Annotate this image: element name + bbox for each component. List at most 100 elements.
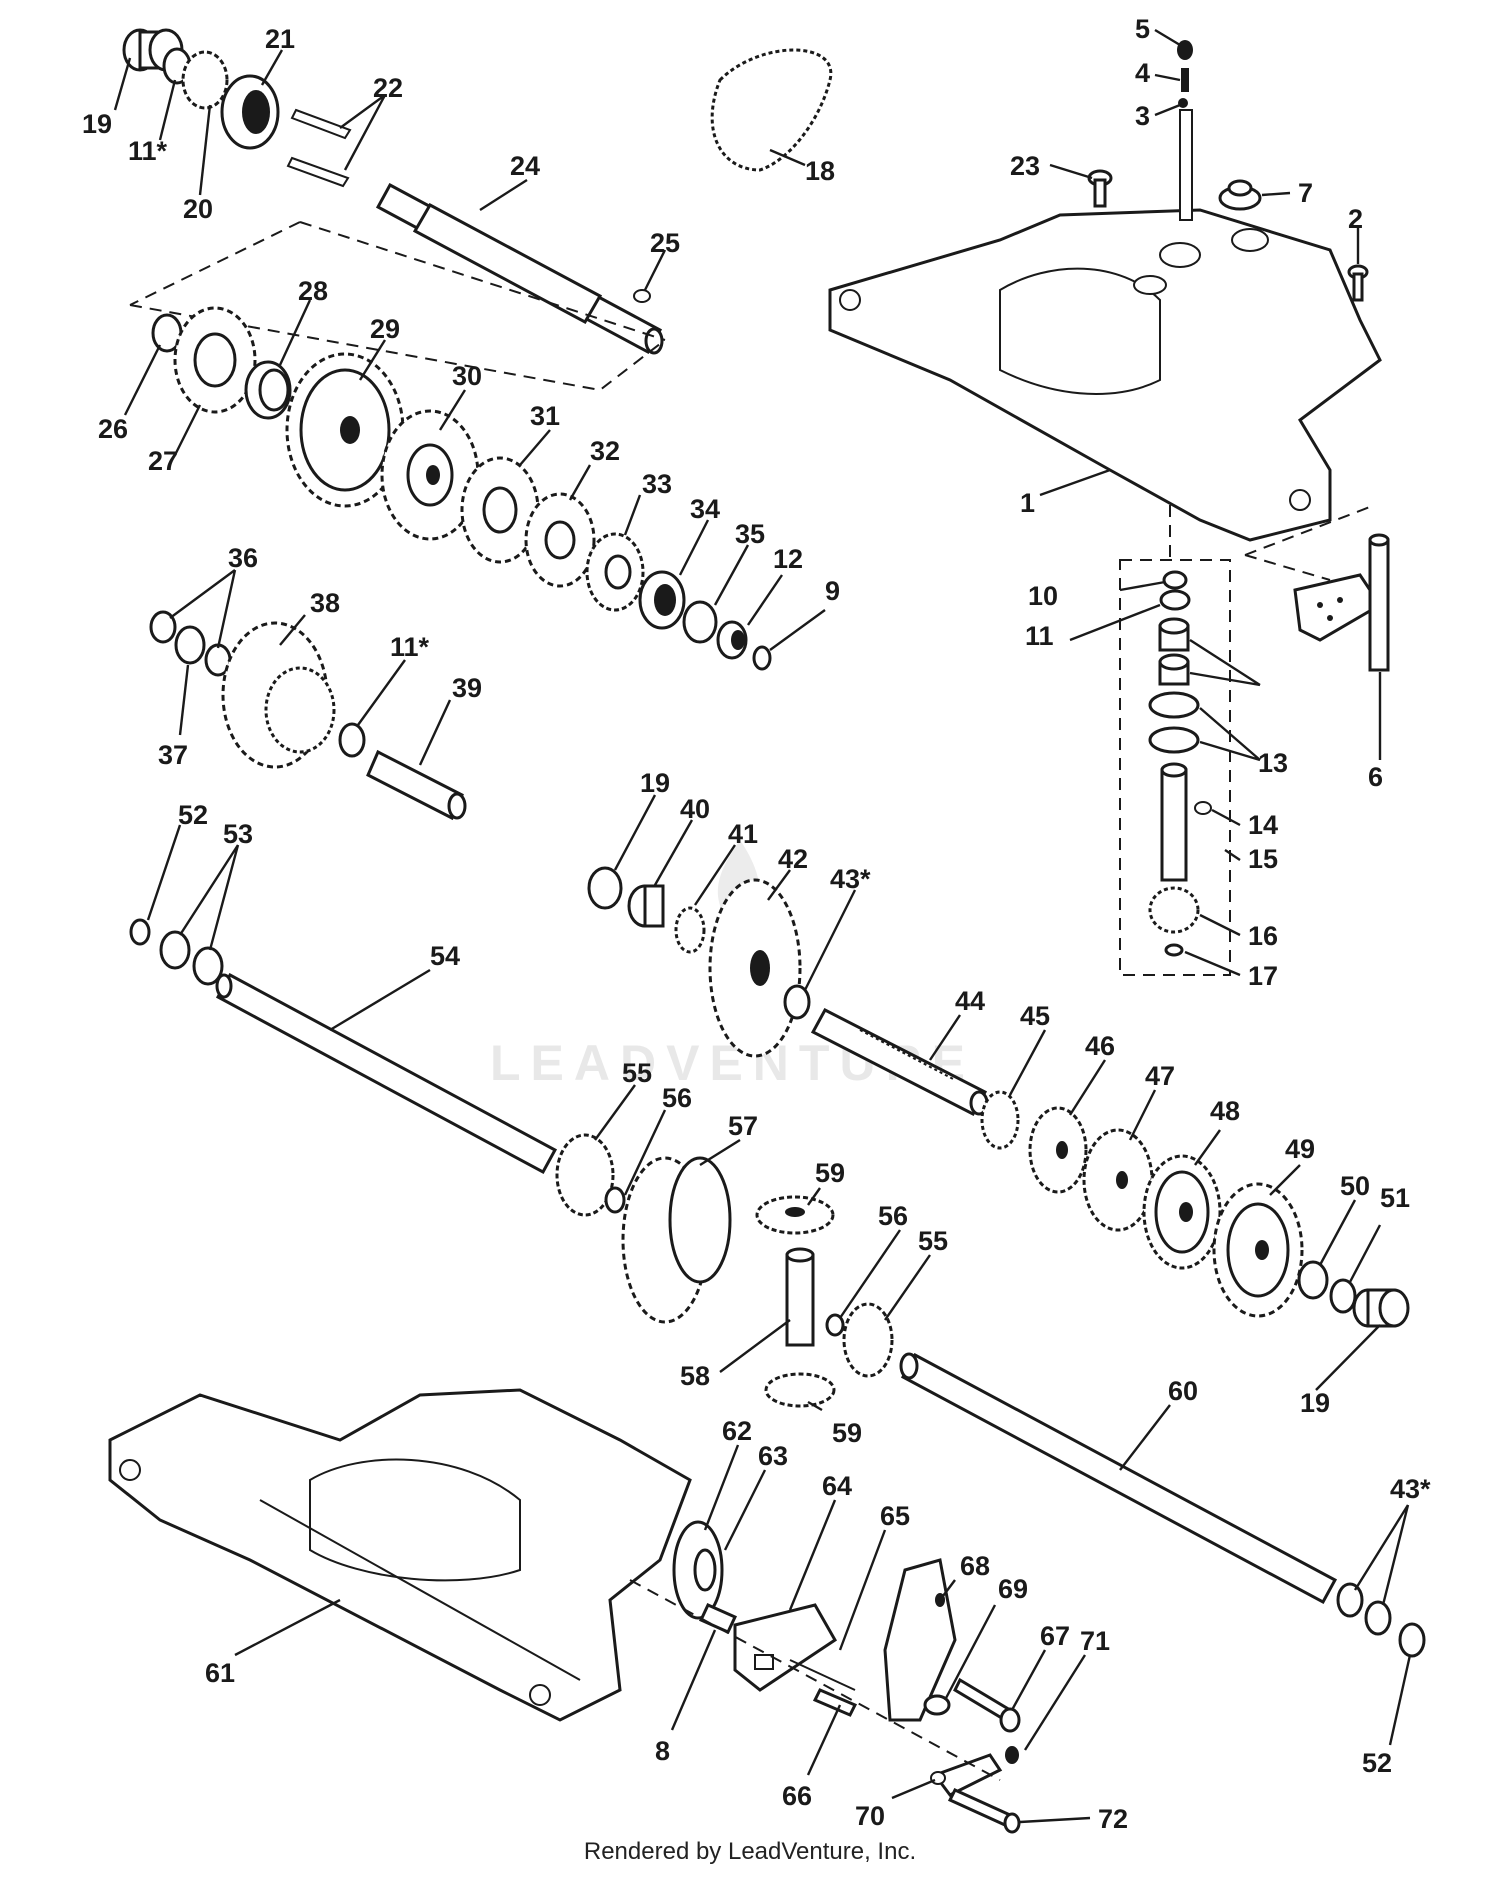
callout-22: 22 (373, 73, 403, 103)
callout-43-mid: 43* (830, 864, 871, 894)
callout-66: 66 (782, 1781, 812, 1811)
callout-38: 38 (310, 588, 340, 618)
callout-32: 32 (590, 436, 620, 466)
part-pin-39 (366, 749, 467, 821)
part-detent-3-4-5 (1177, 40, 1193, 221)
callout-17: 17 (1248, 961, 1278, 991)
callout-46: 46 (1085, 1031, 1115, 1061)
callout-15: 15 (1248, 844, 1278, 874)
parts-layer (108, 28, 1426, 1834)
part-bearing-37 (174, 625, 206, 665)
part-brake-lever-70 (930, 1746, 1019, 1797)
part-gear-41 (674, 906, 706, 954)
part-gear-45 (980, 1090, 1020, 1150)
part-gear-48 (1142, 1154, 1222, 1270)
callout-6: 6 (1368, 762, 1383, 792)
callout-43-right: 43* (1390, 1474, 1431, 1504)
part-plug-7 (1218, 179, 1262, 211)
callout-4: 4 (1135, 58, 1150, 88)
part-gear-42 (708, 878, 802, 1058)
callout-11-top: 11* (128, 136, 168, 166)
group-outline-arm (1244, 504, 1376, 581)
part-housing-1-upper (828, 208, 1382, 542)
callout-14: 14 (1248, 810, 1278, 840)
callout-21: 21 (265, 24, 295, 54)
group-outline-shifter (1119, 559, 1231, 976)
part-pinion-59-bottom (764, 1372, 836, 1408)
callout-labels: 19 11* 20 21 22 24 25 18 5 4 3 23 7 2 1 … (82, 14, 1431, 1834)
callout-55-left: 55 (622, 1058, 652, 1088)
part-shaft-54 (215, 972, 558, 1175)
callout-20: 20 (183, 194, 213, 224)
callout-58: 58 (680, 1361, 710, 1391)
callout-13: 13 (1258, 748, 1288, 778)
callout-68: 68 (960, 1551, 990, 1581)
callout-62: 62 (722, 1416, 752, 1446)
part-spacer-40 (627, 884, 665, 928)
part-pinion-59-top (755, 1195, 835, 1235)
part-screw-2 (1347, 264, 1369, 302)
callout-47: 47 (1145, 1061, 1175, 1091)
part-shaft-24 (375, 182, 664, 355)
callout-41: 41 (728, 819, 758, 849)
callout-51: 51 (1380, 1183, 1410, 1213)
part-cluster-gear-38 (221, 621, 336, 769)
part-bearing-21 (220, 74, 280, 150)
callout-10: 10 (1028, 581, 1058, 611)
callout-61: 61 (205, 1658, 235, 1688)
callout-57: 57 (728, 1111, 758, 1141)
group-outline-shaft (129, 221, 666, 392)
part-sprocket-27 (173, 306, 257, 414)
callout-19-top: 19 (82, 109, 112, 139)
part-shift-shaft-assembly (1148, 570, 1212, 957)
part-brake-disc-62 (672, 1520, 724, 1620)
callout-19-mid: 19 (640, 768, 670, 798)
callout-37: 37 (158, 740, 188, 770)
part-gear-33 (585, 532, 645, 612)
part-shift-arm-6 (1293, 533, 1390, 672)
part-chain-18 (710, 48, 833, 172)
callout-70: 70 (855, 1801, 885, 1831)
part-washer-43a-right (1336, 1582, 1364, 1618)
callout-39: 39 (452, 673, 482, 703)
callout-3: 3 (1135, 101, 1150, 131)
part-bushing-19-right (1352, 1288, 1410, 1328)
part-gear-32 (524, 492, 596, 588)
part-washer-43b-right (1364, 1600, 1392, 1636)
part-washer-53a (159, 930, 191, 970)
part-housing-61-lower (108, 1388, 692, 1722)
callout-24: 24 (510, 151, 540, 181)
part-backing-plate-68 (883, 1558, 957, 1722)
part-ring-56-right (825, 1313, 845, 1337)
callout-28: 28 (298, 276, 328, 306)
callout-30: 30 (452, 361, 482, 391)
callout-55-right: 55 (918, 1226, 948, 1256)
callout-8: 8 (655, 1736, 670, 1766)
part-bolt-72 (947, 1788, 1021, 1834)
callout-27: 27 (148, 446, 178, 476)
part-bevel-gear-55-left (555, 1133, 615, 1217)
callout-63: 63 (758, 1441, 788, 1471)
part-pin-58 (785, 1247, 815, 1347)
callout-34: 34 (690, 494, 720, 524)
callout-54: 54 (430, 941, 460, 971)
part-gear-47 (1082, 1128, 1154, 1232)
part-bushing-12 (716, 620, 748, 660)
part-ring-52-right (1398, 1622, 1426, 1658)
part-washer-43-mid (783, 984, 811, 1020)
callout-11-mid: 11* (390, 632, 430, 662)
part-screw-23 (1087, 169, 1113, 208)
callout-7: 7 (1298, 178, 1313, 208)
callout-23: 23 (1010, 151, 1040, 181)
callout-44: 44 (955, 986, 985, 1016)
callout-12: 12 (773, 544, 803, 574)
callout-25: 25 (650, 228, 680, 258)
callout-53: 53 (223, 819, 253, 849)
callout-18: 18 (805, 156, 835, 186)
callout-67: 67 (1040, 1621, 1070, 1651)
callout-64: 64 (822, 1471, 852, 1501)
callout-42: 42 (778, 844, 808, 874)
footer-credit: Rendered by LeadVenture, Inc. (583, 1838, 917, 1865)
part-pin-65 (789, 1659, 856, 1691)
